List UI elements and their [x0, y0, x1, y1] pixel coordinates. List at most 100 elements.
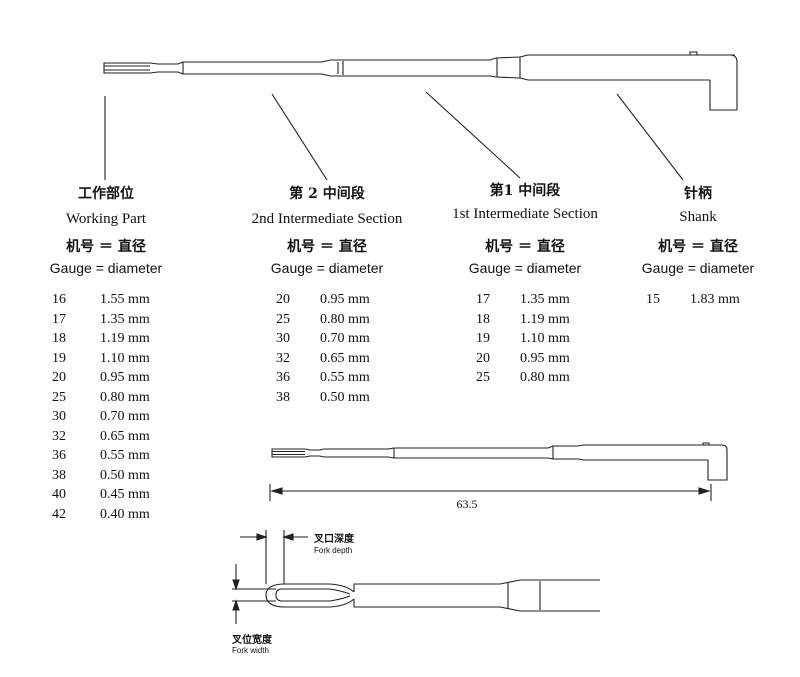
column-title-en: Shank [679, 209, 717, 225]
column-title-cn: 针柄 [684, 186, 712, 202]
gauge-value: 18 [52, 331, 66, 346]
gauge-table: 15 1.83 mm [646, 290, 748, 310]
leader-first-intermediate [425, 91, 521, 179]
gauge-value: 19 [52, 350, 66, 366]
diameter-value: 0.50 mm [320, 389, 370, 405]
needle-top-hook [709, 54, 738, 111]
gauge-value: 36 [276, 370, 290, 385]
table-row: 42 0.40 mm [52, 505, 158, 525]
gauge-value: 36 [52, 448, 66, 463]
column-title-cn: 工作部位 [78, 186, 134, 202]
table-row: 15 1.83 mm [646, 290, 748, 310]
gauge-value: 25 [52, 389, 66, 405]
table-row: 32 0.65 mm [276, 349, 380, 369]
table-row: 17 1.35 mm [476, 290, 580, 310]
diameter-value: 1.10 mm [100, 350, 150, 366]
diameter-value: 1.19 mm [100, 331, 150, 346]
fork-depth-label-en: Fork depth [314, 546, 353, 555]
diameter-value: 0.70 mm [100, 409, 150, 424]
gauge-value: 38 [52, 467, 66, 483]
diameter-value: 0.40 mm [100, 506, 150, 522]
table-row: 19 1.10 mm [52, 349, 158, 369]
table-row: 30 0.70 mm [52, 407, 158, 427]
diameter-value: 0.55 mm [320, 370, 370, 385]
table-row: 36 0.55 mm [52, 446, 158, 466]
gauge-value: 25 [476, 370, 490, 385]
table-row: 25 0.80 mm [476, 368, 580, 388]
diameter-value: 0.95 mm [520, 350, 570, 366]
column-title-cn: 第 2 中间段 [289, 186, 365, 202]
table-row: 38 0.50 mm [276, 388, 380, 408]
table-row: 18 1.19 mm [476, 310, 580, 330]
gauge-value: 42 [52, 506, 66, 522]
gauge-header-en: Gauge = diameter [49, 260, 163, 276]
diameter-value: 0.65 mm [320, 350, 370, 366]
gauge-value: 20 [476, 350, 490, 366]
column-title-cn: 第1 中间段 [489, 183, 561, 199]
gauge-value: 38 [276, 389, 290, 405]
gauge-value: 15 [646, 292, 660, 307]
diameter-value: 0.55 mm [100, 448, 150, 463]
gauge-value: 20 [276, 292, 290, 307]
diameter-value: 1.35 mm [100, 311, 150, 327]
column-title-en: 1st Intermediate Section [452, 206, 598, 222]
diameter-value: 0.80 mm [320, 311, 370, 327]
gauge-value: 17 [476, 292, 490, 307]
diameter-value: 0.95 mm [320, 292, 370, 307]
table-row: 16 1.55 mm [52, 290, 158, 310]
diameter-value: 1.55 mm [100, 292, 150, 307]
gauge-value: 16 [52, 292, 66, 307]
diameter-value: 0.65 mm [100, 428, 150, 444]
length-dimension-line [269, 484, 712, 501]
fork-width-label-en: Fork width [232, 646, 269, 655]
diameter-value: 0.95 mm [100, 370, 150, 385]
leader-shank [616, 93, 684, 181]
fork-detail-drawing [232, 530, 600, 624]
diameter-value: 0.50 mm [100, 467, 150, 483]
table-row: 20 0.95 mm [476, 349, 580, 369]
gauge-value: 17 [52, 311, 66, 327]
gauge-value: 32 [52, 428, 66, 444]
column-first-intermediate: 第1 中间段 1st Intermediate Section 机号 ＝ 直径 … [444, 180, 606, 388]
column-second-intermediate: 第 2 中间段 2nd Intermediate Section 机号 ＝ 直径… [240, 183, 414, 407]
column-title-en: 2nd Intermediate Section [251, 211, 403, 227]
needle-top-drawing [103, 51, 738, 111]
gauge-header-cn: 机号 ＝ 直径 [287, 239, 367, 255]
table-row: 17 1.35 mm [52, 310, 158, 330]
leader-second-intermediate [271, 93, 328, 181]
table-row: 20 0.95 mm [276, 290, 380, 310]
diameter-value: 0.80 mm [100, 389, 150, 405]
table-row: 32 0.65 mm [52, 427, 158, 447]
gauge-header-cn: 机号 ＝ 直径 [66, 239, 146, 255]
diameter-value: 1.35 mm [520, 292, 570, 307]
gauge-header-en: Gauge = diameter [270, 260, 384, 276]
needle-top-fork [103, 62, 159, 74]
gauge-value: 19 [476, 331, 490, 346]
diameter-value: 1.83 mm [690, 292, 740, 307]
length-dimension-value: 63.5 [456, 497, 478, 511]
table-row: 25 0.80 mm [52, 388, 158, 408]
diameter-value: 1.19 mm [520, 311, 570, 327]
diameter-value: 0.70 mm [320, 331, 370, 346]
column-title-en: Working Part [65, 211, 147, 227]
gauge-header-en: Gauge = diameter [468, 260, 582, 276]
gauge-header-en: Gauge = diameter [641, 260, 755, 276]
gauge-value: 30 [52, 409, 66, 424]
gauge-value: 30 [276, 331, 290, 346]
gauge-value: 32 [276, 350, 290, 366]
table-row: 36 0.55 mm [276, 368, 380, 388]
fork-width-label-cn: 叉位宽度 [232, 635, 272, 646]
diameter-value: 0.80 mm [520, 370, 570, 385]
gauge-value: 18 [476, 311, 490, 327]
needle-middle-drawing [271, 442, 728, 481]
table-row: 30 0.70 mm [276, 329, 380, 349]
